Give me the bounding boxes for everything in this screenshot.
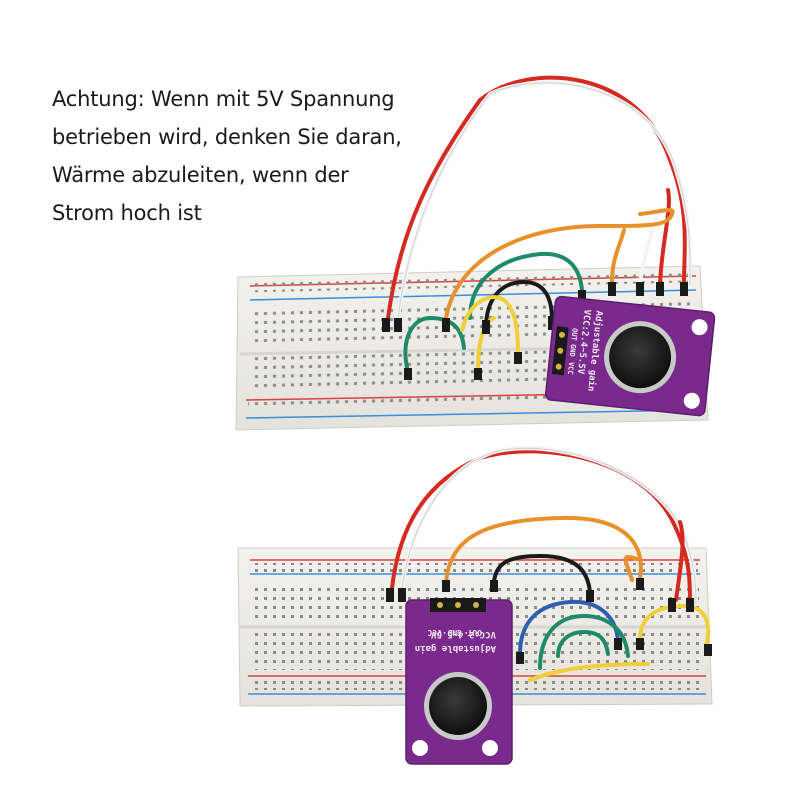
module-voltage-label-bottom: VCC:2.4~5.5V <box>430 629 496 639</box>
warning-line-2: betrieben wird, denken Sie daran, <box>52 125 402 149</box>
warning-text: Achtung: Wenn mit 5V Spannung betrieben … <box>52 80 412 232</box>
wires-bottom <box>386 446 712 682</box>
pin-label-gnd-top: GND <box>568 344 577 357</box>
pin-label-out-top: OUT <box>569 328 578 341</box>
warning-line-4: Strom hoch ist <box>52 201 202 225</box>
module-gain-label-bottom: Adjustable gain <box>415 643 496 654</box>
pin-label-gnd-bottom: GND <box>447 628 462 637</box>
warning-line-3: Wärme abzuleiten, wenn der <box>52 163 349 187</box>
warning-line-1: Achtung: Wenn mit 5V Spannung <box>52 87 395 111</box>
pin-label-vcc-top: VCC <box>566 362 575 375</box>
microphone-module-top: VCC:2.4~5.5V Adjustable gain OUT GND VCC <box>544 295 716 417</box>
pin-label-out-bottom: OUT <box>467 628 482 637</box>
wires-top <box>382 75 693 380</box>
pin-label-vcc-bottom: VCC <box>427 628 442 637</box>
microphone-module-bottom: OUT GND VCC Adjustable gain VCC:2.4~5.5V <box>405 598 513 765</box>
